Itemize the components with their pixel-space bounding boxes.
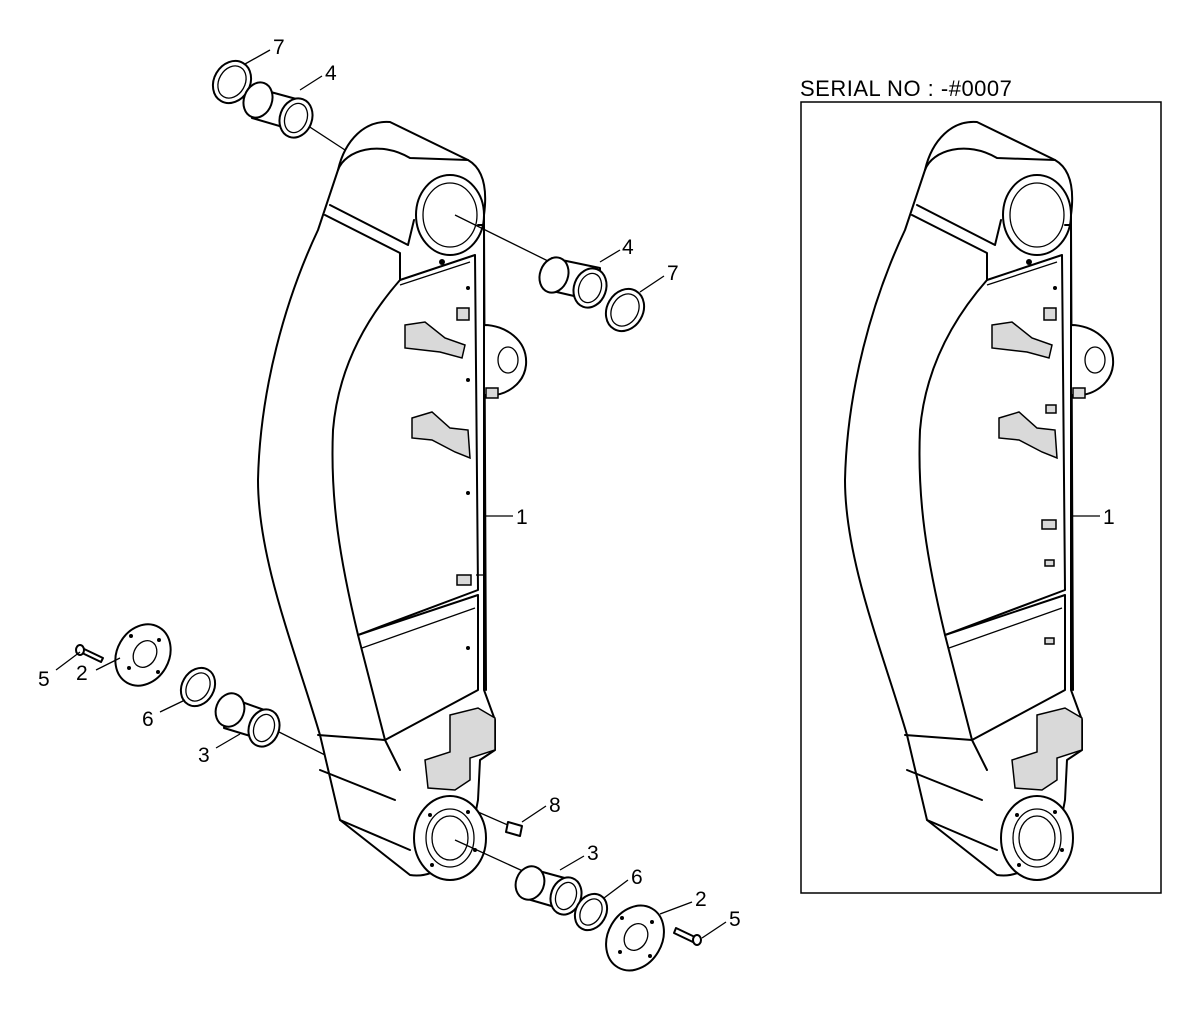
- callout-5-right: 5: [729, 908, 741, 931]
- callout-3-left: 3: [198, 744, 210, 767]
- ring-7-top: [211, 59, 253, 105]
- callout-8: 8: [549, 794, 561, 817]
- bushing-3-left: [214, 692, 281, 748]
- serial-number-label: SERIAL NO : -#0007: [800, 76, 1012, 101]
- bushing-3-right: [514, 865, 583, 916]
- callout-2-left: 2: [76, 662, 88, 685]
- callout-5-left: 5: [38, 668, 50, 691]
- bushing-4-side: [538, 256, 608, 309]
- callout-leaders: [55, 49, 727, 939]
- inset-frame: [800, 101, 1162, 894]
- callout-1-inset: 1: [1103, 506, 1115, 529]
- ring-6-left: [179, 666, 217, 708]
- callout-3-right: 3: [587, 842, 599, 865]
- bolt-5-right: [673, 927, 702, 946]
- callout-2-right: 2: [695, 888, 707, 911]
- ring-6-right: [573, 892, 609, 932]
- ring-7-side: [604, 287, 646, 333]
- grease-fitting-8: [505, 821, 523, 837]
- callout-1-main: 1: [516, 506, 528, 529]
- plate-2-right: [605, 904, 665, 972]
- callout-4-top: 4: [325, 62, 337, 85]
- bolt-5-left: [75, 644, 104, 663]
- callout-7-side: 7: [667, 262, 679, 285]
- callout-6-left: 6: [142, 708, 154, 731]
- callout-6-right: 6: [631, 866, 643, 889]
- inset-arm-body: [844, 120, 1115, 881]
- callout-4-side: 4: [622, 236, 634, 259]
- bushing-4-top: [242, 81, 314, 139]
- plate-2-left: [114, 623, 172, 687]
- callout-labels: 7 4 4 7 1 5 2 6 3 8 3 6 2 5: [38, 36, 741, 931]
- callout-7-top: 7: [273, 36, 285, 59]
- main-arm-body: [257, 120, 528, 881]
